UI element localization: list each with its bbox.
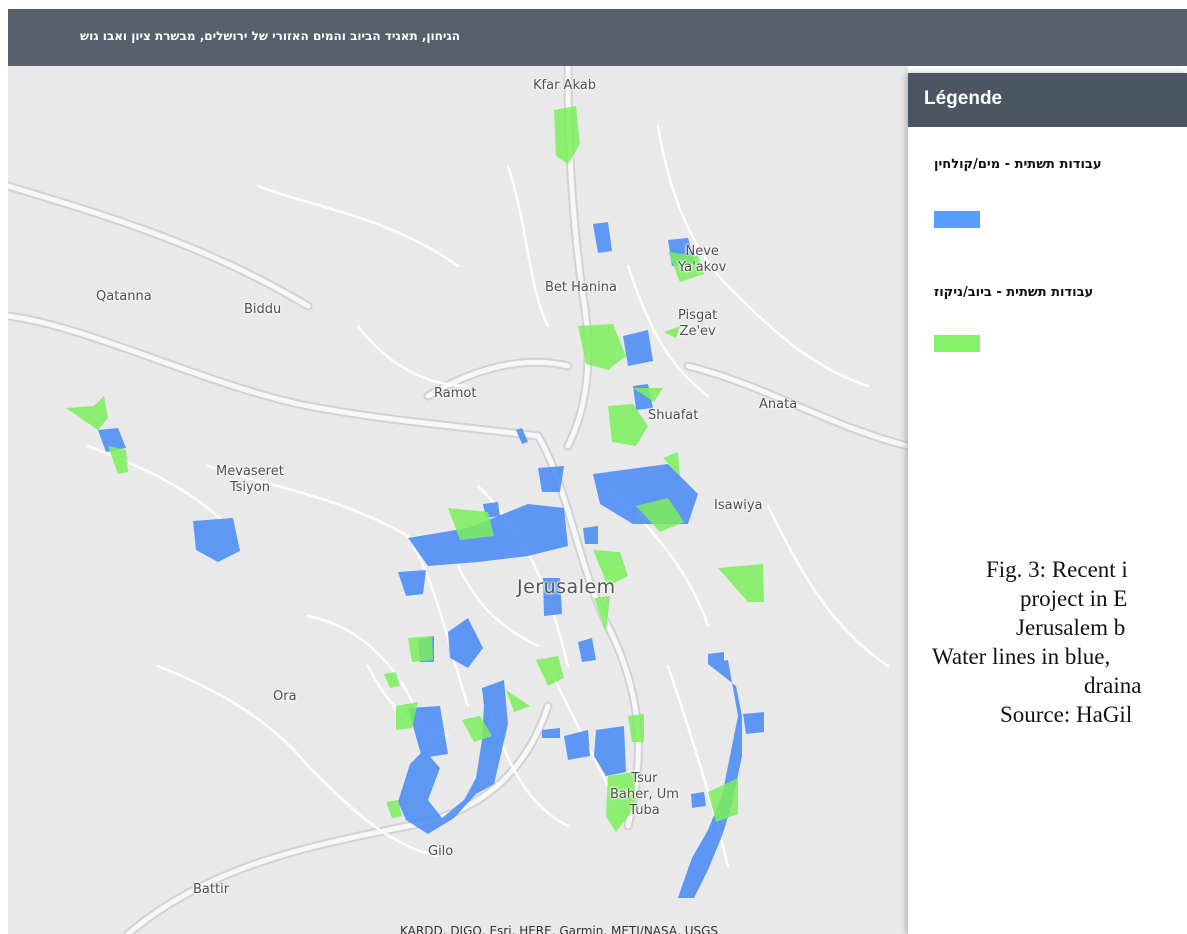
caption-line: Source: HaGil — [1000, 702, 1133, 727]
place-label-qatanna: Qatanna — [96, 289, 152, 304]
place-label-ramot: Ramot — [434, 386, 477, 401]
place-label-kfar-akab: Kfar Akab — [533, 78, 596, 93]
legend-header: Légende — [908, 73, 1187, 127]
place-label-shuafat: Shuafat — [648, 408, 699, 423]
place-label-pisgat-zeev: Pisgat Ze'ev — [678, 308, 718, 339]
place-label-battir: Battir — [193, 882, 230, 897]
caption-line: Jerusalem b — [1016, 615, 1126, 640]
place-label-tsur-baher: Tsur Baher, Um Tuba — [610, 771, 679, 818]
green-swatch-icon — [934, 335, 980, 352]
caption-line: draina — [1084, 673, 1142, 698]
place-label-isawiya: Isawiya — [714, 498, 763, 513]
caption-line: project in E — [1020, 586, 1128, 611]
map-title: הגיחון, תאגיד הביוב והמים האזורי של ירוש… — [80, 29, 461, 43]
place-label-anata: Anata — [759, 397, 798, 412]
map-header: הגיחון, תאגיד הביוב והמים האזורי של ירוש… — [8, 9, 1187, 66]
caption-line: Water lines in blue, — [932, 644, 1111, 669]
legend-item-water-label: עבודות תשתית - מים/קולחין — [934, 157, 1102, 172]
legend-title: Légende — [924, 88, 1003, 109]
map-attribution: KARDD, DJGO, Esri, HERE, Garmin, METI/NA… — [400, 924, 719, 934]
map-view[interactable]: Kfar Akab Neve Ya'akov Bet Hanina Qatann… — [8, 66, 908, 934]
basemap — [8, 66, 908, 934]
place-label-mevaseret-tsiyon: Mevaseret Tsiyon — [216, 464, 284, 495]
place-label-gilo: Gilo — [428, 844, 454, 859]
place-label-biddu: Biddu — [244, 302, 282, 317]
place-label-jerusalem: Jerusalem — [517, 576, 616, 598]
legend-panel: Légende עבודות תשתית - מים/קולחין עבודות… — [908, 73, 1187, 934]
blue-swatch-icon — [934, 211, 980, 228]
place-label-bet-hanina: Bet Hanina — [545, 280, 617, 295]
place-label-ora: Ora — [273, 689, 297, 704]
caption-line: Fig. 3: Recent i — [986, 557, 1128, 582]
legend-item-sewage-label: עבודות תשתית - ביוב/ניקוז — [934, 285, 1094, 300]
place-label-neve-yaakov: Neve Ya'akov — [678, 244, 727, 275]
